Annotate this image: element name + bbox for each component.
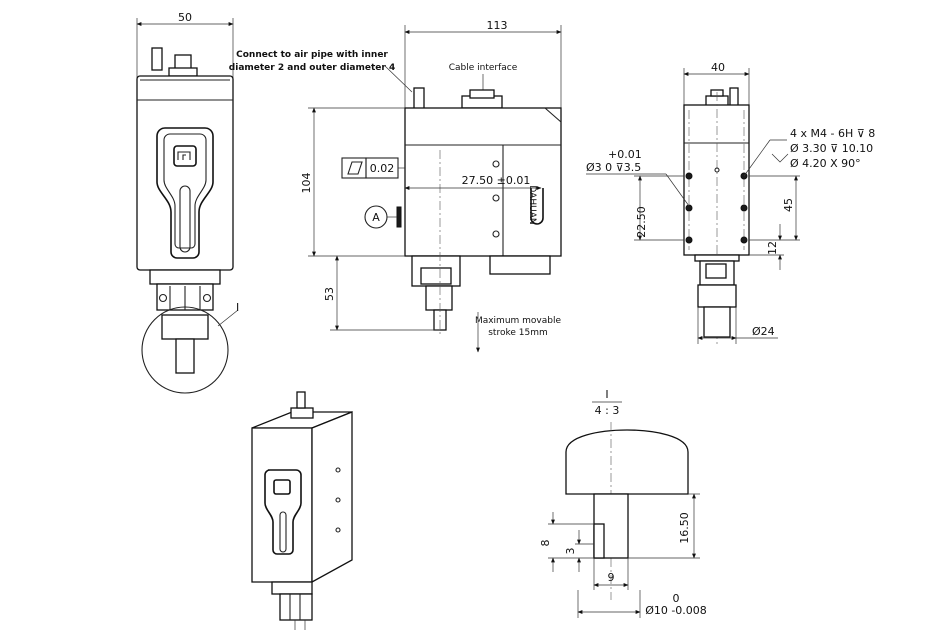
- dia-tol-upper: 0: [673, 592, 680, 605]
- logo-icon: [173, 145, 197, 167]
- side-view: 113 Connect to air pipe with inner diame…: [229, 19, 562, 353]
- shaft-dia: Ø24: [752, 325, 775, 338]
- dim-3: 3: [564, 548, 577, 555]
- length-dim: 113: [487, 19, 508, 32]
- dim-16-50: 16.50: [678, 512, 691, 544]
- thread-spec-2: Ø 3.30 ⊽ 10.10: [790, 142, 873, 155]
- thread-spec-1: 4 x M4 - 6H ⊽ 8: [790, 127, 875, 140]
- dim-22-50: 22.50: [635, 206, 648, 238]
- detail-callout: I: [236, 301, 239, 314]
- pin-tol-upper: +0.01: [608, 148, 642, 161]
- dim-8: 8: [539, 540, 552, 547]
- stroke-note-2: stroke 15mm: [488, 328, 548, 338]
- cable-label: Cable interface: [449, 63, 518, 73]
- dim-9: 9: [608, 571, 615, 584]
- detail-scale: 4 : 3: [595, 404, 620, 417]
- rear-view: 40 4 x M4 - 6H ⊽ 8 Ø 3.30 ⊽ 10.10 Ø 4.20…: [586, 61, 875, 345]
- iso-logo-icon: [273, 479, 291, 495]
- detail-circle: [141, 306, 229, 394]
- flatness-value: 0.02: [370, 162, 395, 175]
- stroke-dim: 53: [323, 287, 336, 301]
- thread-spec-3: Ø 4.20 X 90°: [790, 157, 861, 170]
- rear-width-dim: 40: [711, 61, 725, 74]
- stroke-note-1: Maximum movable: [475, 316, 562, 326]
- datum-label: A: [372, 211, 380, 224]
- isometric-view: [251, 391, 353, 630]
- detail-view: I 4 : 3 16.50 8 3 9 0 Ø10: [539, 388, 707, 618]
- height-dim: 104: [300, 173, 313, 194]
- brand-text: DAHUAN: [527, 185, 537, 224]
- front-view: 50 I: [136, 11, 239, 394]
- front-width-dim: 50: [178, 11, 192, 24]
- detail-title: I: [605, 388, 608, 401]
- air-note-2: diameter 2 and outer diameter 4: [229, 63, 395, 73]
- center-dim: 27.50 ±0.01: [462, 174, 531, 187]
- dia-label: Ø10 -0.008: [645, 604, 707, 617]
- dim-12: 12: [766, 241, 779, 255]
- dim-45: 45: [782, 198, 795, 212]
- pin-label: Ø3 0 ⊽3.5: [586, 161, 641, 174]
- air-note-1: Connect to air pipe with inner: [236, 50, 388, 60]
